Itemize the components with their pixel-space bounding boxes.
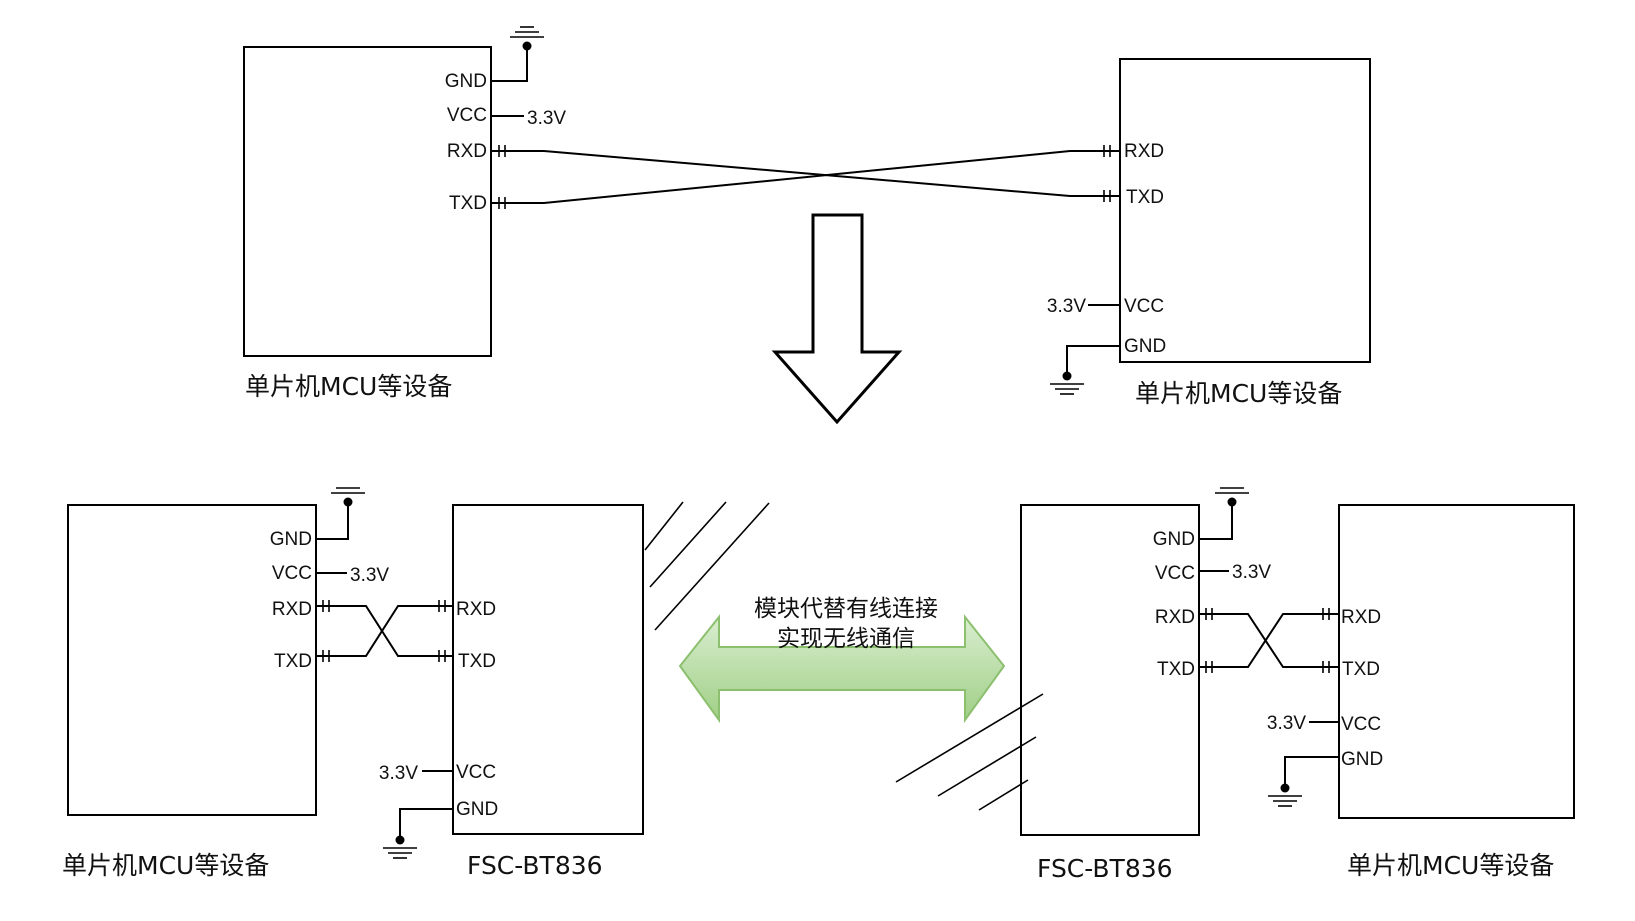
- pin-gnd: GND: [1341, 749, 1383, 770]
- pin-vcc: VCC: [456, 762, 496, 783]
- mcu-caption: 单片机MCU等设备: [245, 372, 452, 401]
- pin-rxd: RXD: [1155, 607, 1195, 628]
- txd-to-rxd-wire: [316, 605, 453, 657]
- wireless-signal-icon: [644, 501, 770, 631]
- rxd-to-txd-wire: [316, 605, 453, 657]
- vcc-3v3-label: 3.3V: [1267, 713, 1306, 734]
- module-box: [452, 504, 644, 835]
- rxd-to-txd-wire: [491, 150, 1120, 197]
- bottom-left-module: RXD TXD VCC GND FSC-BT836: [452, 504, 644, 880]
- gnd-wire: [1066, 345, 1120, 376]
- mcu-box: [1119, 58, 1371, 363]
- gnd-wire: [1199, 505, 1233, 540]
- connector-marks: [498, 145, 1111, 209]
- top-right-mcu: RXD TXD VCC GND 单片机MCU等设备: [1119, 58, 1371, 408]
- pin-vcc: VCC: [1124, 296, 1164, 317]
- pin-gnd: GND: [1153, 529, 1195, 550]
- pin-gnd: GND: [456, 799, 498, 820]
- vcc-3v3-label: 3.3V: [379, 763, 418, 784]
- pin-rxd: RXD: [272, 599, 312, 620]
- pin-rxd: RXD: [1124, 141, 1164, 162]
- bottom-left-mcu: GND VCC RXD TXD 单片机MCU等设备: [62, 504, 317, 880]
- ground-icon: [1050, 371, 1084, 395]
- mcu-caption: 单片机MCU等设备: [1135, 379, 1342, 408]
- connector-marks: [1205, 608, 1330, 673]
- gnd-wire: [1284, 756, 1339, 788]
- pin-txd: TXD: [1342, 659, 1380, 680]
- wireless-signal-icon: [895, 693, 1044, 811]
- vcc-3v3-label: 3.3V: [350, 565, 389, 586]
- txd-to-rxd-wire: [491, 150, 1120, 204]
- mcu-box: [243, 46, 492, 357]
- txd-to-rxd-wire: [1199, 613, 1339, 668]
- pin-rxd: RXD: [456, 599, 496, 620]
- ground-icon: [331, 487, 365, 507]
- ground-icon: [1268, 783, 1302, 807]
- top-left-mcu: GND VCC RXD TXD 单片机MCU等设备: [243, 46, 492, 401]
- mcu-box: [1338, 504, 1575, 819]
- ground-icon: [383, 835, 417, 859]
- bottom-right-mcu: RXD TXD VCC GND 单片机MCU等设备: [1338, 504, 1575, 880]
- ground-icon: [1215, 487, 1249, 507]
- module-box: [1020, 504, 1200, 836]
- pin-txd: TXD: [1157, 659, 1195, 680]
- pin-rxd: RXD: [447, 141, 487, 162]
- pin-txd: TXD: [458, 651, 496, 672]
- pin-vcc: VCC: [1341, 714, 1381, 735]
- down-arrow-icon: [771, 213, 903, 425]
- gnd-wire: [316, 505, 349, 540]
- gnd-wire: [491, 46, 528, 82]
- ground-icon: [510, 26, 544, 51]
- pin-vcc: VCC: [447, 105, 487, 126]
- pin-txd: TXD: [449, 193, 487, 214]
- pin-txd: TXD: [1126, 187, 1164, 208]
- pin-gnd: GND: [270, 529, 312, 550]
- rxd-to-txd-wire: [1199, 613, 1339, 668]
- annotation-line2: 实现无线通信: [777, 626, 915, 652]
- vcc-3v3-label: 3.3V: [1232, 562, 1271, 583]
- pin-gnd: GND: [1124, 336, 1166, 357]
- mcu-caption: 单片机MCU等设备: [1347, 851, 1554, 880]
- connector-marks: [322, 600, 446, 662]
- vcc-3v3-label: 3.3V: [1047, 296, 1086, 317]
- vcc-3v3-label: 3.3V: [527, 108, 566, 129]
- bidirectional-arrow-icon: [678, 614, 1006, 724]
- bottom-right-module: GND VCC RXD TXD FSC-BT836: [1020, 504, 1200, 883]
- pin-vcc: VCC: [1155, 563, 1195, 584]
- pin-vcc: VCC: [272, 563, 312, 584]
- module-caption: FSC-BT836: [1037, 854, 1173, 883]
- mcu-caption: 单片机MCU等设备: [62, 851, 269, 880]
- pin-txd: TXD: [274, 651, 312, 672]
- pin-rxd: RXD: [1341, 607, 1381, 628]
- gnd-wire: [399, 808, 453, 837]
- pin-gnd: GND: [445, 71, 487, 92]
- annotation-line1: 模块代替有线连接: [754, 596, 938, 622]
- mcu-box: [67, 504, 317, 816]
- module-caption: FSC-BT836: [467, 851, 603, 880]
